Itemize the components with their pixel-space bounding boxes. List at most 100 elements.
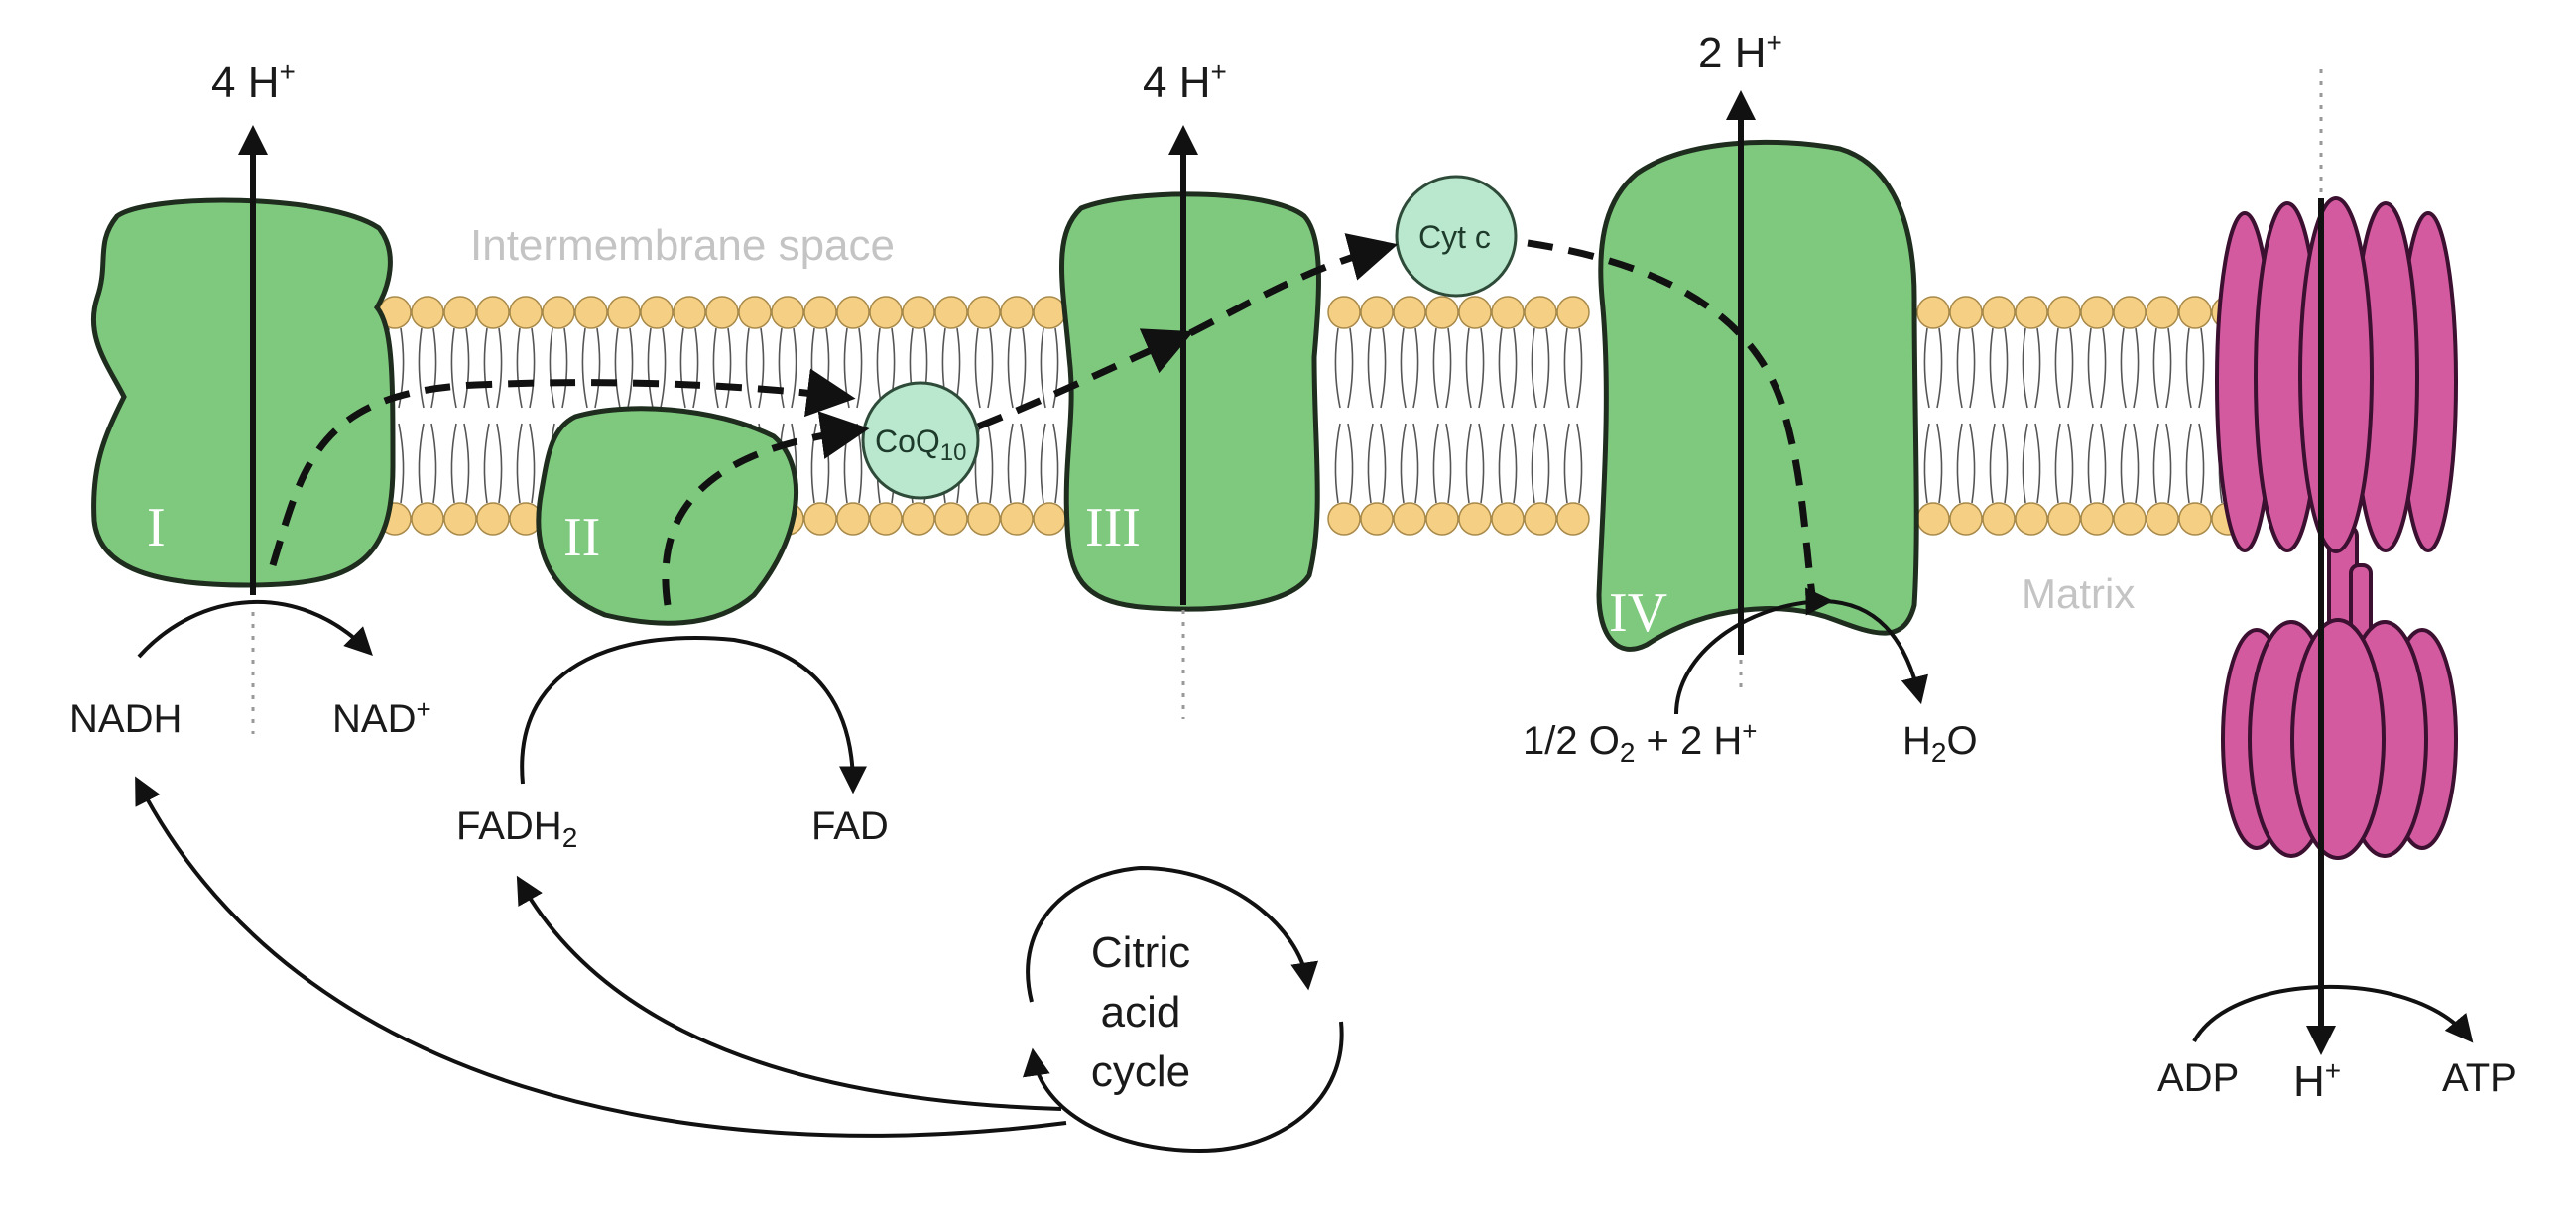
lipid-head <box>836 502 870 536</box>
complex-ii: II <box>536 406 799 626</box>
nadh-to-nad-arc <box>137 600 373 659</box>
electron-path-cytc-to-iv <box>1527 239 1819 616</box>
lipid-tail <box>581 327 588 409</box>
lipid-tail <box>843 327 850 409</box>
lipid-tail <box>529 423 536 504</box>
lipid-tail <box>2133 423 2140 504</box>
adp-to-atp-arc <box>2192 984 2474 1043</box>
electron-path-coq-to-iii <box>976 328 1194 430</box>
lipid-head <box>803 296 837 329</box>
f0-subunit <box>2298 196 2374 553</box>
lipid-head <box>1982 502 2016 536</box>
lipid-tail <box>1367 327 1374 409</box>
lipid-tail <box>1445 327 1452 409</box>
lipid-tail <box>1478 327 1485 409</box>
lipid-head <box>443 296 477 329</box>
lipid-tail <box>1334 327 1341 409</box>
cycle-to-nadh-arrow <box>135 776 1067 1138</box>
citric-acid-cycle: Citric acid cycle <box>135 776 1344 1154</box>
fadh2-label: FADH2 <box>456 804 577 853</box>
lipid-head <box>1916 502 1950 536</box>
lipid-tail <box>430 423 437 504</box>
lipid-tail <box>1576 423 1583 504</box>
lipid-head <box>836 296 870 329</box>
lipid-tail <box>1445 423 1452 504</box>
lipid-head <box>967 296 1001 329</box>
lipid-tail <box>1347 327 1354 409</box>
lipid-tail <box>1531 327 1537 409</box>
lipid-tail <box>627 327 634 409</box>
complex-iv-label: IV <box>1609 582 1667 644</box>
lipid-head <box>1327 296 1361 329</box>
lipid-head <box>2047 502 2081 536</box>
lipid-head <box>411 502 444 536</box>
lipid-head <box>902 296 935 329</box>
lipid-head <box>1425 502 1459 536</box>
lipid-head <box>1360 502 1394 536</box>
lipid-head <box>1360 296 1394 329</box>
lipid-tail <box>987 423 994 504</box>
lipid-tail <box>679 327 686 409</box>
lipid-tail <box>496 423 503 504</box>
lipid-tail <box>810 423 817 504</box>
complex-ii-label: II <box>563 507 600 568</box>
lipid-tail <box>1563 423 1570 504</box>
membrane <box>378 296 2245 536</box>
lipid-head <box>2015 296 2048 329</box>
lipid-tail <box>2087 423 2094 504</box>
lipid-tail <box>1367 423 1374 504</box>
lipid-tail <box>2034 423 2041 504</box>
lipid-tail <box>692 327 699 409</box>
lipid-tail <box>398 327 405 409</box>
lipid-head <box>2113 502 2147 536</box>
lipid-tail <box>1563 327 1570 409</box>
lipid-head <box>2146 502 2179 536</box>
lipid-tail <box>463 423 470 504</box>
coq10-label: CoQ10 <box>875 424 967 466</box>
lipid-tail <box>2133 327 2140 409</box>
lipid-tail <box>843 423 850 504</box>
complex-iv-proton-label: 2 H+ <box>1698 27 1782 77</box>
complex-i-body <box>90 197 396 588</box>
cycle-label-line2: acid <box>1101 988 1181 1037</box>
electron-flow <box>269 233 1819 616</box>
complex-ii-body <box>536 406 799 626</box>
cycle-ring-bottom <box>1022 1021 1344 1154</box>
intermembrane-space-label: Intermembrane space <box>470 221 895 270</box>
lipid-head <box>1393 502 1426 536</box>
lipid-tail <box>1511 327 1518 409</box>
lipid-tail <box>1543 327 1550 409</box>
lipid-tail <box>745 327 752 409</box>
lipid-tail <box>1412 423 1419 504</box>
lipid-tail <box>2185 327 2192 409</box>
complex-iii-proton-label: 4 H+ <box>1143 57 1227 107</box>
lipid-head <box>1556 502 1590 536</box>
lipid-tail <box>549 327 555 409</box>
lipid-head <box>574 296 608 329</box>
lipid-tail <box>758 327 765 409</box>
oxygen-label: 1/2 O2 + 2 H+ <box>1523 716 1757 768</box>
lipid-tail <box>516 327 523 409</box>
lipid-tail <box>791 327 797 409</box>
lipid-tail <box>1531 423 1537 504</box>
lipid-tail <box>398 423 405 504</box>
lipid-tail <box>463 327 470 409</box>
lipid-tail <box>483 327 490 409</box>
lipid-tail <box>2198 327 2205 409</box>
lipid-tail <box>856 423 863 504</box>
lipid-head <box>476 296 510 329</box>
lipid-head <box>934 502 968 536</box>
lipid-tail <box>1969 423 1976 504</box>
lipid-tail <box>876 327 883 409</box>
lipid-tail <box>1380 423 1387 504</box>
atp-synthase <box>2215 196 2458 860</box>
lipid-tail <box>2054 327 2061 409</box>
lipid-tail <box>1478 423 1485 504</box>
lipid-head <box>902 502 935 536</box>
cycle-label-line3: cycle <box>1091 1047 1190 1096</box>
lipid-head <box>869 502 903 536</box>
lipid-tail <box>1511 423 1518 504</box>
lipid-tail <box>614 327 621 409</box>
cycle-label-line1: Citric <box>1091 928 1190 977</box>
electron-path-i-to-coq <box>269 368 856 567</box>
